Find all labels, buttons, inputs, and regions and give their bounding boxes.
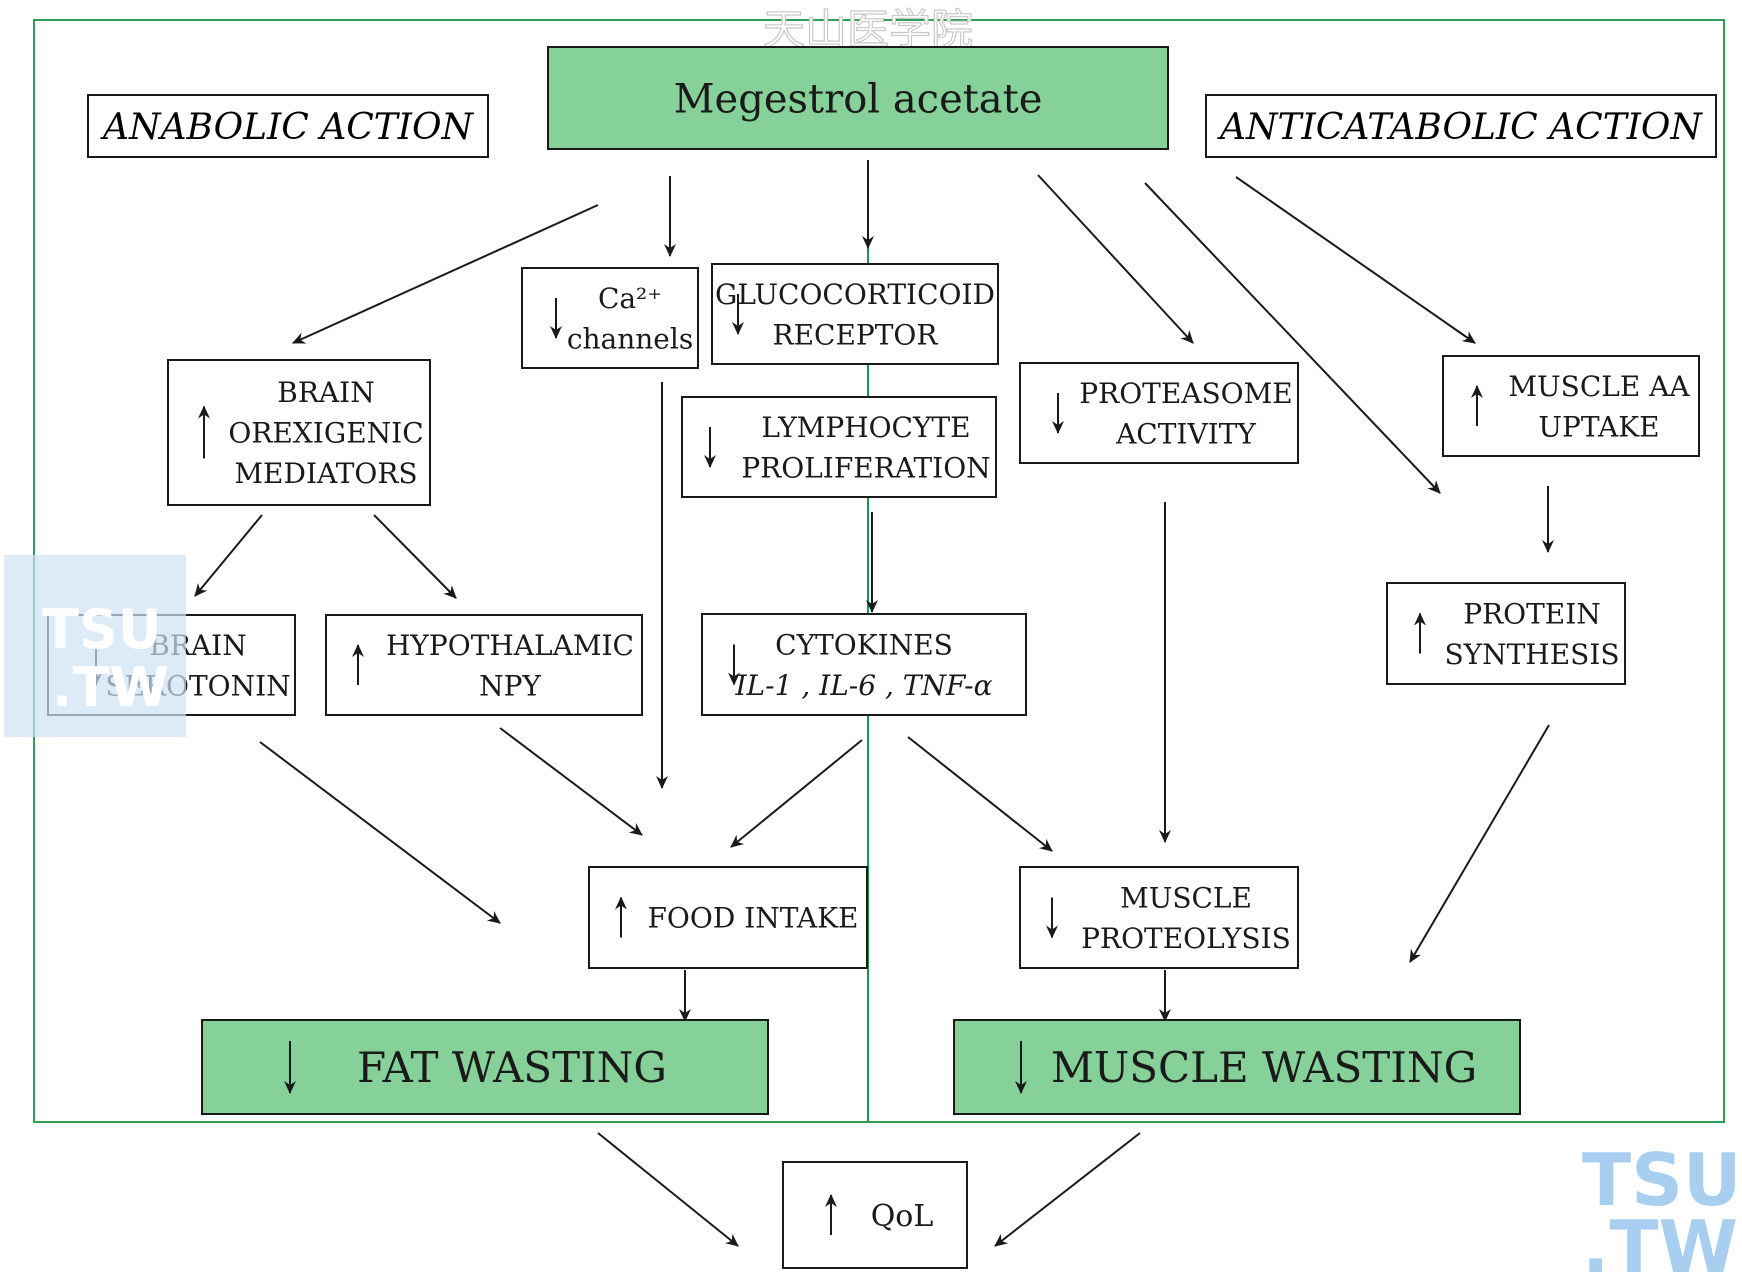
node-label-hypo-0: HYPOTHALAMIC <box>386 629 634 662</box>
node-hypo: HYPOTHALAMIC NPY <box>325 614 643 716</box>
header-watermark: 天山医学院 <box>763 5 973 54</box>
node-label-hypo-1: NPY <box>479 669 541 702</box>
node-label-gluco-0: GLUCOCORTICOID <box>715 278 995 311</box>
node-label-proteasome-1: ACTIVITY <box>1115 417 1256 450</box>
node-label-cytokines-1: IL-1 , IL-6 , TNF-α <box>735 669 993 702</box>
arrow-cytokines-proteolysis <box>907 736 1053 852</box>
node-gluco: GLUCOCORTICOID RECEPTOR <box>711 263 999 365</box>
arrow-hypo-food <box>499 727 643 836</box>
arrows <box>194 160 1554 1247</box>
node-protein-syn: PROTEIN SYNTHESIS <box>1386 582 1626 685</box>
node-label-protein-syn-0: PROTEIN <box>1463 597 1601 630</box>
arrow-to-muscle-aa <box>1235 176 1476 344</box>
svg-text:.TW: .TW <box>1582 1205 1738 1275</box>
arrow-orex-hypo <box>373 514 457 599</box>
arrow-sero-food <box>259 741 501 924</box>
node-qol: QoL <box>782 1161 968 1269</box>
arrow-protein-wasting <box>1409 724 1550 963</box>
node-label-cytokines-0: CYTOKINES <box>775 628 953 661</box>
node-label-brain-orex-0: BRAIN <box>277 376 374 409</box>
arrow-to-proteasome <box>1037 174 1194 344</box>
node-muscle-wasting: MUSCLE WASTING <box>953 1019 1521 1115</box>
node-label-lympho-0: LYMPHOCYTE <box>761 411 970 444</box>
node-label-muscle-prot-0: MUSCLE <box>1120 881 1252 914</box>
arrow-muscle-qol <box>994 1132 1141 1247</box>
node-label-muscle-aa-0: MUSCLE AA <box>1508 370 1690 403</box>
arrow-fat-qol <box>597 1132 739 1247</box>
svg-text:ANABOLIC ACTION: ANABOLIC ACTION <box>100 107 475 148</box>
node-label-ca-1: channels <box>567 322 693 355</box>
node-muscle-aa: MUSCLE AA UPTAKE <box>1442 355 1700 457</box>
node-label-brain-orex-2: MEDIATORS <box>234 457 417 490</box>
node-lympho: LYMPHOCYTE PROLIFERATION <box>681 396 997 498</box>
arrow-cytokines-food <box>730 739 863 848</box>
anticatabolic-action-label: ANTICATABOLIC ACTION <box>1205 94 1717 158</box>
svg-text:TSU: TSU <box>42 598 162 661</box>
arrow-orex-sero <box>194 514 263 597</box>
node-label-brain-orex-1: OREXIGENIC <box>228 417 423 450</box>
node-fat-wasting: FAT WASTING <box>201 1019 769 1115</box>
node-ca: Ca²⁺ channels <box>521 267 699 369</box>
node-label-food-0: FOOD INTAKE <box>648 902 859 935</box>
node-label-muscle-prot-1: PROTEOLYSIS <box>1081 922 1291 955</box>
node-proteasome: PROTEASOME ACTIVITY <box>1019 362 1299 464</box>
node-brain-orex: BRAIN OREXIGENIC MEDIATORS <box>167 359 431 506</box>
node-muscle-prot: MUSCLE PROTEOLYSIS <box>1019 866 1299 969</box>
node-cytokines: CYTOKINES IL-1 , IL-6 , TNF-α <box>701 613 1027 716</box>
outer-frame <box>33 19 1725 1123</box>
tsu-watermark-left: TSU .TW <box>4 555 186 737</box>
node-label-gluco-1: RECEPTOR <box>773 318 939 351</box>
svg-text:.TW: .TW <box>52 656 169 719</box>
node-label-muscle-aa-1: UPTAKE <box>1538 410 1659 443</box>
node-label-lympho-1: PROLIFERATION <box>741 451 990 484</box>
anabolic-action-label: ANABOLIC ACTION <box>87 94 489 158</box>
node-label-proteasome-0: PROTEASOME <box>1079 377 1292 410</box>
arrow-to-brain-orex <box>292 204 599 344</box>
svg-text:ANTICATABOLIC ACTION: ANTICATABOLIC ACTION <box>1217 107 1703 148</box>
node-megestrol: Megestrol acetate <box>547 46 1169 150</box>
node-label-ca-0: Ca²⁺ <box>598 282 662 315</box>
node-label-fat-wasting-0: FAT WASTING <box>357 1043 667 1092</box>
node-label-protein-syn-1: SYNTHESIS <box>1444 638 1619 671</box>
arrow-to-protein-syn <box>1144 182 1441 494</box>
node-label-muscle-wasting-0: MUSCLE WASTING <box>1051 1043 1477 1092</box>
node-label-qol-0: QoL <box>871 1199 934 1234</box>
svg-text:TSU: TSU <box>1582 1138 1741 1222</box>
node-food: FOOD INTAKE <box>588 866 868 969</box>
tsu-watermark-right: TSU .TW <box>1582 1138 1741 1275</box>
node-label-megestrol-0: Megestrol acetate <box>674 76 1043 122</box>
